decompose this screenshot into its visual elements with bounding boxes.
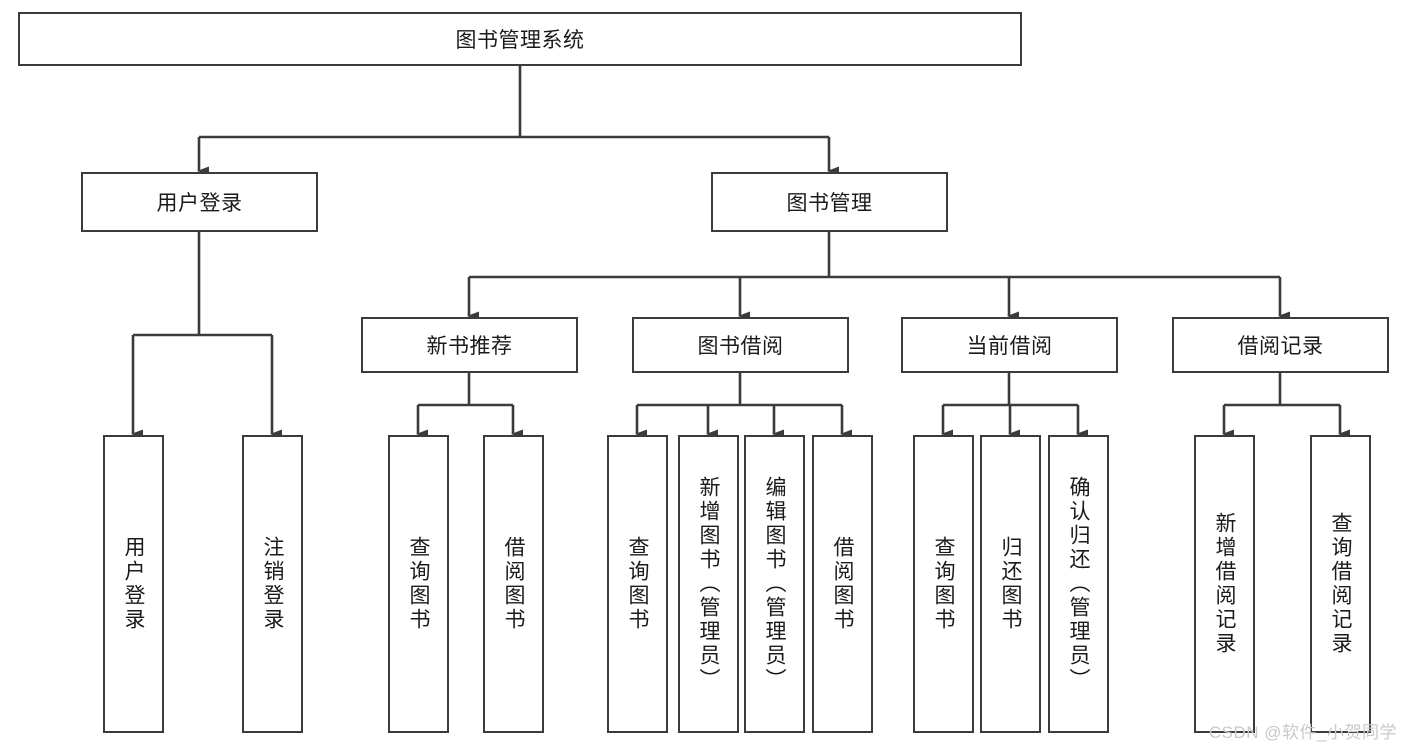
node-leaf-confirm-return-admin[interactable]: 确认归还（管理员）	[1048, 435, 1109, 733]
node-user-login[interactable]: 用户登录	[81, 172, 318, 232]
node-root[interactable]: 图书管理系统	[18, 12, 1022, 66]
node-label-leaf-borrow-book-2: 借阅图书	[831, 536, 854, 632]
node-leaf-query-book-1[interactable]: 查询图书	[388, 435, 449, 733]
connector-c-book-borrow	[635, 373, 852, 439]
node-leaf-return-book[interactable]: 归还图书	[980, 435, 1041, 733]
connector-c-new-book	[416, 373, 523, 439]
connector-c-borrow-record	[1222, 373, 1350, 439]
node-leaf-logout-login[interactable]: 注销登录	[242, 435, 303, 733]
node-leaf-edit-book-admin[interactable]: 编辑图书（管理员）	[744, 435, 805, 733]
node-label-leaf-query-borrow-record: 查询借阅记录	[1329, 512, 1352, 656]
node-label-leaf-query-book-3: 查询图书	[932, 536, 955, 632]
node-label-leaf-edit-book-admin: 编辑图书（管理员）	[763, 476, 786, 692]
node-leaf-add-book-admin[interactable]: 新增图书（管理员）	[678, 435, 739, 733]
connector-lines	[131, 66, 1350, 439]
node-label-leaf-query-book-2: 查询图书	[626, 536, 649, 632]
connector-c-current-borrow	[941, 373, 1088, 439]
node-label-leaf-query-book-1: 查询图书	[407, 536, 430, 632]
node-leaf-add-borrow-record[interactable]: 新增借阅记录	[1194, 435, 1255, 733]
node-label-new-book-recommend: 新书推荐	[426, 335, 513, 358]
node-leaf-query-book-2[interactable]: 查询图书	[607, 435, 668, 733]
node-new-book-recommend[interactable]: 新书推荐	[361, 317, 578, 373]
connector-c-root	[197, 66, 839, 176]
node-label-current-borrow: 当前借阅	[966, 335, 1053, 358]
node-label-user-login: 用户登录	[156, 192, 243, 215]
node-label-leaf-logout-login: 注销登录	[261, 536, 284, 632]
node-leaf-query-borrow-record[interactable]: 查询借阅记录	[1310, 435, 1371, 733]
node-label-root: 图书管理系统	[455, 29, 585, 52]
node-leaf-borrow-book-2[interactable]: 借阅图书	[812, 435, 873, 733]
node-label-book-borrow: 图书借阅	[697, 335, 784, 358]
node-label-leaf-user-login: 用户登录	[122, 536, 145, 632]
node-book-manage[interactable]: 图书管理	[711, 172, 948, 232]
node-label-leaf-add-borrow-record: 新增借阅记录	[1213, 512, 1236, 656]
node-leaf-query-book-3[interactable]: 查询图书	[913, 435, 974, 733]
node-leaf-borrow-book-1[interactable]: 借阅图书	[483, 435, 544, 733]
connector-c-book-manage	[467, 232, 1290, 321]
node-label-leaf-return-book: 归还图书	[999, 536, 1022, 632]
csdn-watermark: CSDN @软件_小贺同学	[1208, 723, 1397, 742]
connector-c-user-login	[131, 232, 282, 439]
node-label-book-manage: 图书管理	[786, 192, 873, 215]
node-current-borrow[interactable]: 当前借阅	[901, 317, 1118, 373]
node-label-leaf-add-book-admin: 新增图书（管理员）	[697, 476, 720, 692]
node-book-borrow[interactable]: 图书借阅	[632, 317, 849, 373]
node-leaf-user-login[interactable]: 用户登录	[103, 435, 164, 733]
node-label-leaf-confirm-return-admin: 确认归还（管理员）	[1067, 476, 1090, 692]
node-label-borrow-record: 借阅记录	[1237, 335, 1324, 358]
node-borrow-record[interactable]: 借阅记录	[1172, 317, 1389, 373]
node-label-leaf-borrow-book-1: 借阅图书	[502, 536, 525, 632]
